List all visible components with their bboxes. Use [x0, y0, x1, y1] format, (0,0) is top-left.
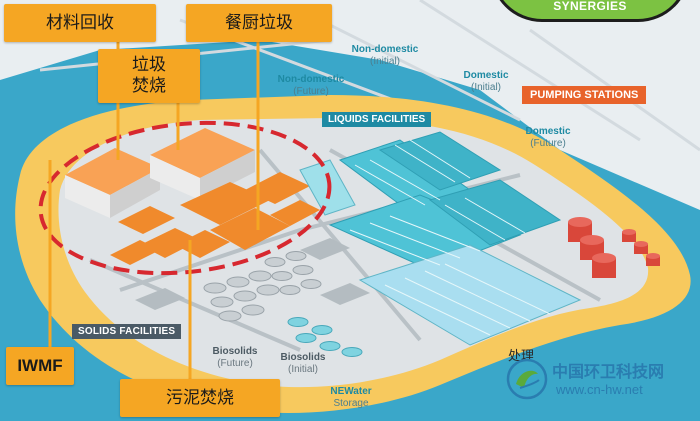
- domestic-initial-sub: (Initial): [470, 82, 501, 93]
- service-buildings: [135, 238, 370, 310]
- callout-food-waste: 餐厨垃圾: [186, 4, 332, 42]
- synergies-text: SYNERGIES: [553, 0, 627, 13]
- label-nondomestic-initial: Non-domestic (Initial): [340, 44, 430, 68]
- pumping-stations-tag: PUMPING STATIONS: [522, 86, 647, 104]
- callout-iwmf: IWMF: [6, 347, 74, 385]
- solids-facilities-tag: SOLIDS FACILITIES: [72, 324, 182, 339]
- liquids-grid-lines: [349, 139, 551, 336]
- newater-tanks: [287, 317, 363, 357]
- materials-recovery-text: 材料回收: [46, 12, 114, 33]
- biosolids-future-sub: (Future): [217, 358, 253, 369]
- domestic-future-sub: (Future): [530, 138, 566, 149]
- sludge-incineration-text: 污泥焚烧: [166, 387, 234, 408]
- waste-incineration-line1: 垃圾: [132, 55, 166, 75]
- nondomestic-future-title: Non-domestic: [277, 74, 345, 85]
- pumping-stations-text: PUMPING STATIONS: [530, 89, 639, 101]
- nondomestic-future-sub: (Future): [293, 86, 329, 97]
- newater-title: NEWater: [330, 386, 372, 397]
- watermark-url: www.cn-hw.net: [556, 382, 643, 397]
- label-domestic-initial: Domestic (Initial): [446, 70, 526, 94]
- background-city: [0, 0, 700, 210]
- label-domestic-future: Domestic (Future): [508, 126, 588, 150]
- solids-facilities-text: SOLIDS FACILITIES: [78, 326, 176, 337]
- iwmf-buildings: [65, 128, 320, 265]
- liquids-facilities-text: LIQUIDS FACILITIES: [328, 114, 426, 125]
- callout-waste-incineration: 垃圾 焚烧: [98, 49, 200, 103]
- biosolids-initial-sub: (Initial): [287, 364, 318, 375]
- iwmf-text: IWMF: [17, 356, 63, 375]
- domestic-initial-title: Domestic: [463, 70, 509, 81]
- liquids-facilities-tag: LIQUIDS FACILITIES: [322, 112, 432, 127]
- food-waste-text: 餐厨垃圾: [225, 12, 293, 33]
- biosolids-future-title: Biosolids: [212, 346, 258, 357]
- watermark-site-name: 中国环卫科技网: [552, 362, 665, 381]
- domestic-future-title: Domestic: [525, 126, 571, 137]
- label-biosolids-future: Biosolids (Future): [200, 346, 270, 370]
- waste-incineration-line2: 焚烧: [132, 76, 166, 96]
- nondomestic-initial-title: Non-domestic: [351, 44, 419, 55]
- pumping-tanks: [568, 217, 660, 278]
- label-nondomestic-future: Non-domestic (Future): [266, 74, 356, 98]
- liquids-facilities: [299, 131, 582, 346]
- newater-sub: Storage: [333, 398, 369, 409]
- biosolids-tanks: [203, 251, 322, 322]
- callout-sludge-incineration: 污泥焚烧: [120, 379, 280, 417]
- biosolids-initial-title: Biosolids: [280, 352, 326, 363]
- watermark-logo-icon: [506, 358, 548, 400]
- label-biosolids-initial: Biosolids (Initial): [268, 352, 338, 376]
- callout-materials-recovery: 材料回收: [4, 4, 156, 42]
- nondomestic-initial-sub: (Initial): [369, 56, 400, 67]
- label-newater-storage: NEWater Storage: [316, 386, 386, 410]
